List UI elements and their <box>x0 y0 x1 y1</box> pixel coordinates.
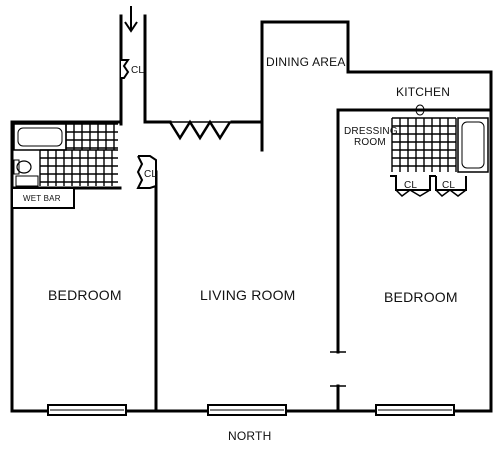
living-room-label: LIVING ROOM <box>200 287 296 303</box>
dressing-room-label-line1: DRESSING <box>344 126 398 137</box>
left-bathroom <box>13 123 118 187</box>
right-closet-1-label: CL <box>404 180 417 191</box>
entry-closet-label: CL <box>131 65 144 76</box>
bedroom-right-label: BEDROOM <box>384 289 458 305</box>
kitchen-label: KITCHEN <box>396 85 450 99</box>
dining-area-label: DINING AREA <box>266 55 346 69</box>
right-bathroom <box>391 104 489 173</box>
radiator <box>168 119 232 141</box>
wet-bar: WET BAR <box>11 187 75 209</box>
dressing-room-label-line2: ROOM <box>354 137 386 148</box>
windows <box>47 404 455 416</box>
walls <box>10 14 493 413</box>
living-closet: CL <box>136 155 157 189</box>
entry-closet: CL <box>121 59 144 79</box>
north-label: NORTH <box>228 429 271 443</box>
living-closet-label: CL <box>144 169 157 180</box>
right-closet-2-label: CL <box>442 180 455 191</box>
right-closets: CL CL <box>390 175 467 197</box>
right-bath-tile-grid <box>391 117 457 172</box>
wet-bar-label: WET BAR <box>23 194 61 203</box>
left-bath-tile-grid <box>39 123 118 186</box>
bedroom-left-label: BEDROOM <box>48 287 122 303</box>
entry-arrow-icon <box>124 6 138 33</box>
